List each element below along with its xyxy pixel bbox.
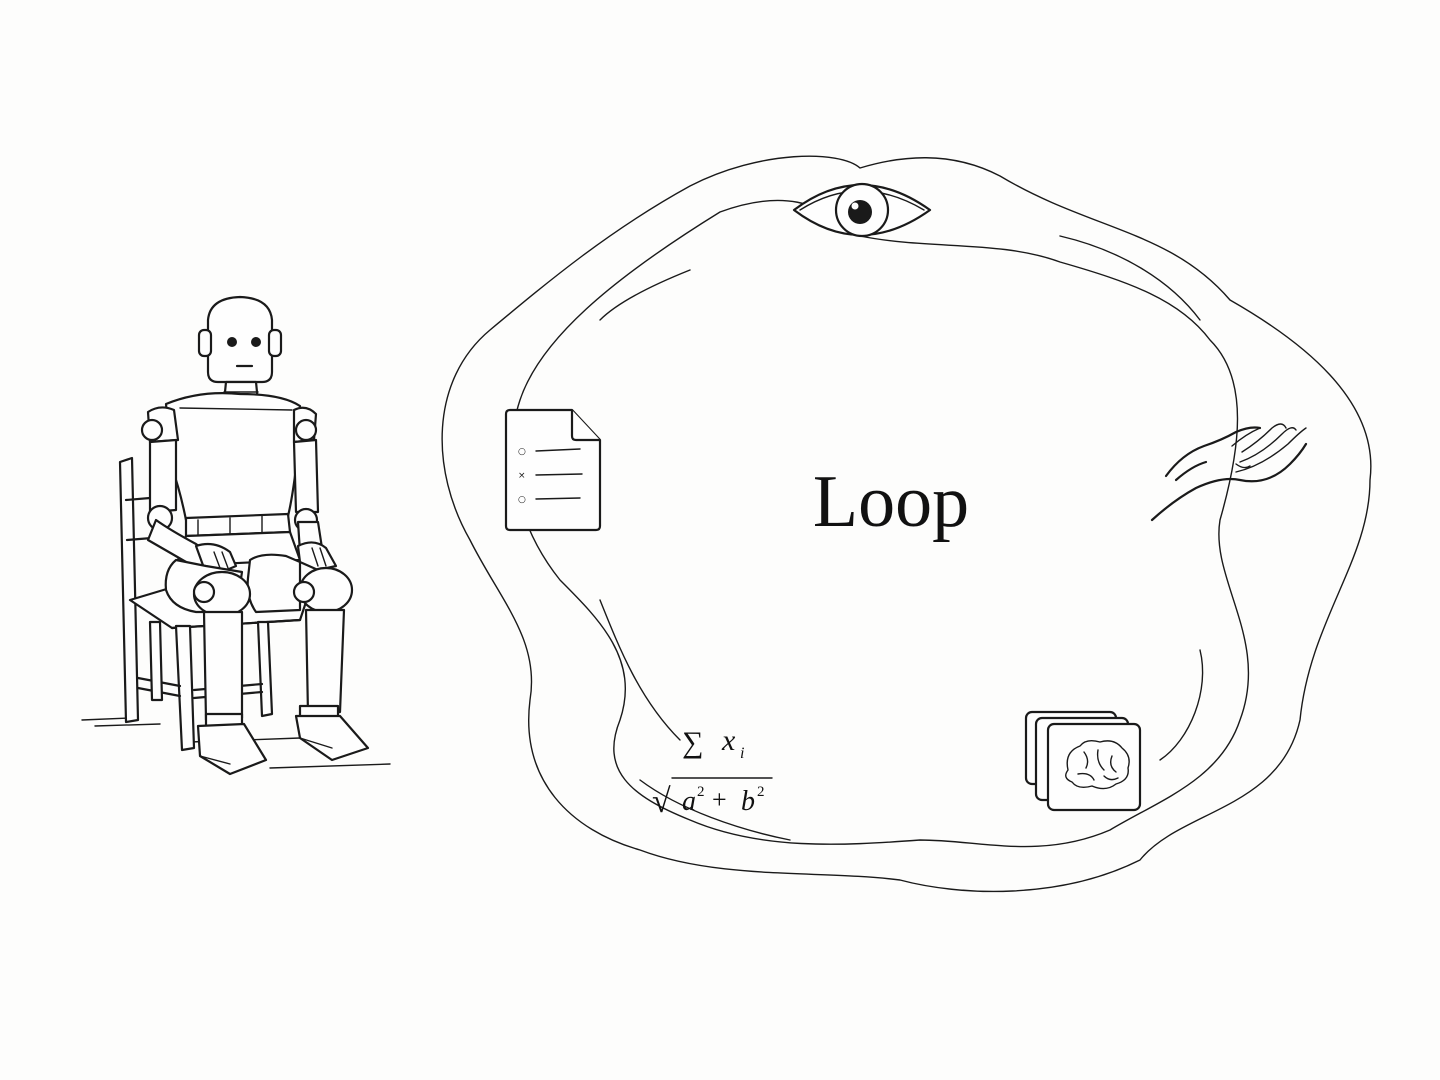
sum-symbol: ∑	[682, 726, 703, 759]
checklist-mark-2: ×	[518, 471, 526, 481]
loop-outline-inner	[599, 269, 691, 321]
checklist-mark-3: ○	[518, 495, 526, 505]
robot-eye-right	[251, 337, 261, 347]
radical-symbol: √	[652, 783, 671, 820]
loop-outline-mid	[511, 199, 1250, 848]
plus-sign: +	[712, 785, 727, 814]
hand-icon	[1150, 423, 1308, 522]
chair	[118, 456, 312, 752]
loop-label: Loop	[813, 461, 969, 543]
exponent-a: 2	[697, 784, 705, 800]
robot-scene	[81, 295, 391, 776]
term-a: a	[682, 786, 696, 817]
robot-eye-left	[227, 337, 237, 347]
sum-index: i	[740, 745, 744, 762]
checklist: ○ × ○	[518, 447, 583, 505]
formula: ∑ x i √ a 2 + b 2	[652, 724, 773, 820]
document-icon: ○ × ○	[504, 408, 602, 532]
brain-icon	[1024, 710, 1142, 812]
term-b: b	[741, 786, 755, 817]
loop-cloud	[441, 155, 1372, 893]
exponent-b: 2	[757, 784, 765, 800]
loop-outline-outer	[441, 155, 1372, 893]
sum-term: x	[721, 724, 736, 757]
checklist-mark-1: ○	[518, 447, 526, 457]
robot	[140, 295, 370, 776]
eye-icon	[792, 182, 932, 238]
